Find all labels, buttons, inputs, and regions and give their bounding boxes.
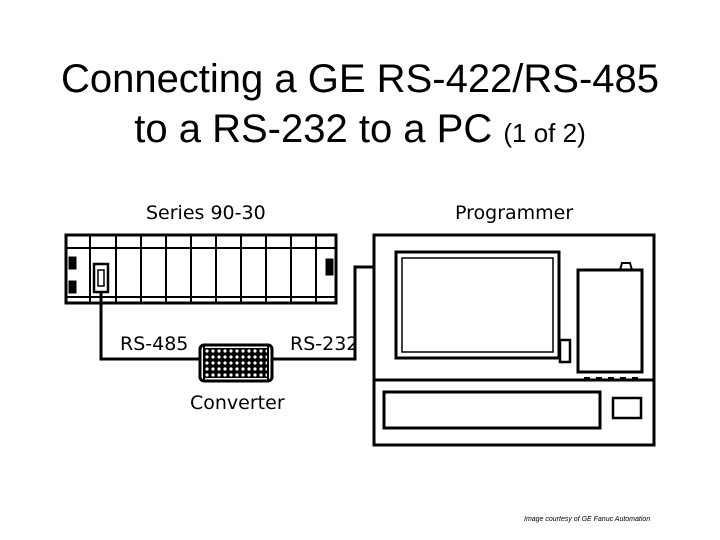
converter-label: Converter <box>190 392 285 414</box>
plc-rack <box>64 233 338 305</box>
title-line-1: Connecting a GE RS-422/RS-485 <box>60 57 660 101</box>
rs232-label: RS-232 <box>290 333 358 355</box>
plc-label: Series 90-30 <box>146 202 266 224</box>
slide-title: Connecting a GE RS-422/RS-485 to a RS-23… <box>0 54 720 158</box>
title-suffix: (1 of 2) <box>503 118 586 148</box>
cable <box>99 265 374 361</box>
programmer-computer <box>372 233 656 447</box>
title-line-2: to a RS-232 to a PC <box>134 107 493 151</box>
rs485-label: RS-485 <box>120 333 188 355</box>
image-credit: Image courtesy of GE Fanuc Automation <box>524 516 651 523</box>
programmer-label: Programmer <box>455 202 573 224</box>
converter <box>198 343 274 383</box>
